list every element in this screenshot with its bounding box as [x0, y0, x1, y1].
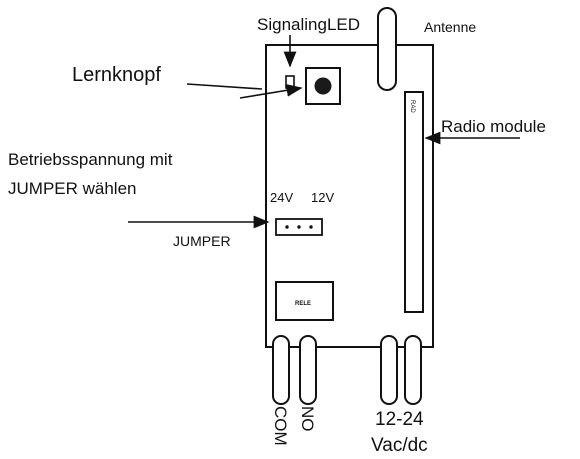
radio-module	[404, 91, 424, 313]
terminal-no	[299, 335, 317, 405]
relay	[275, 281, 334, 321]
lernknopf-label: Lernknopf	[72, 64, 161, 86]
betriebsspannung-line-1: Betriebsspannung mit	[8, 150, 173, 169]
jumper-label: JUMPER	[173, 233, 231, 249]
learn-button-cap	[314, 77, 332, 95]
betriebsspannung-line-2: JUMPER wählen	[8, 179, 137, 198]
jumper-pin-1	[285, 225, 289, 229]
voltage-12v-label: 12V	[311, 190, 334, 205]
antenna	[377, 7, 397, 91]
radio-module-label: Radio module	[441, 117, 546, 136]
jumper-pin-2	[297, 225, 301, 229]
lernknopf-leader	[186, 83, 263, 90]
relay-label: RELE	[295, 301, 311, 307]
voltage-type-label: Vac/dc	[371, 435, 428, 456]
lernknopf-arrow	[239, 84, 303, 99]
jumper-pin-3	[309, 225, 313, 229]
terminal-power-1	[380, 335, 398, 405]
signaling-led-label: SignalingLED	[257, 15, 360, 34]
terminal-com	[272, 335, 290, 405]
terminal-power-2	[404, 335, 422, 405]
voltage-24v-label: 24V	[270, 190, 293, 205]
voltage-range-label: 12-24	[375, 409, 424, 430]
signaling-led	[285, 75, 295, 89]
no-label: NO	[298, 406, 317, 432]
antenne-label: Antenne	[424, 19, 476, 35]
com-label: COM	[271, 406, 290, 446]
radio-module-tag: RAD	[409, 100, 415, 113]
